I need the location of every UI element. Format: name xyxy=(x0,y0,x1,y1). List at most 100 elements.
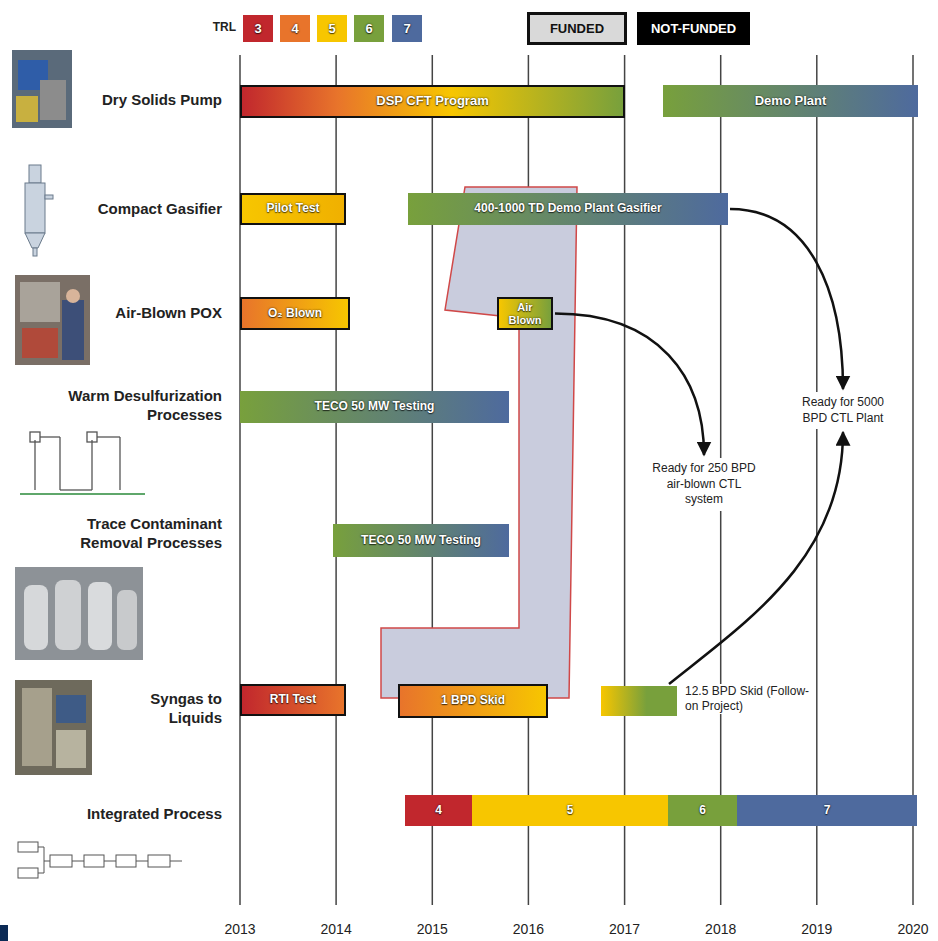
row-label: Integrated Process xyxy=(52,805,222,824)
year-label: 2013 xyxy=(215,921,265,939)
photo-part xyxy=(56,695,86,723)
trl-segment: 4 xyxy=(405,795,472,826)
flow-block xyxy=(148,855,170,867)
gasifier-part xyxy=(25,233,45,248)
legend-swatch: 3 xyxy=(243,15,273,42)
grid-line xyxy=(432,55,434,905)
trl-segment: 7 xyxy=(737,795,917,826)
year-label: 2017 xyxy=(600,921,650,939)
photo-part xyxy=(16,96,38,122)
schematic-vessel xyxy=(30,432,40,442)
schematic-line xyxy=(40,436,60,437)
legend-heading: TRL xyxy=(196,20,236,35)
legend-text: 4 xyxy=(291,21,298,36)
desulfurization-schematic xyxy=(20,432,145,494)
grid-line xyxy=(335,55,337,905)
legend-text: NOT-FUNDED xyxy=(651,21,736,36)
year-label: 2014 xyxy=(311,921,361,939)
photo-frame xyxy=(15,680,92,775)
year-grid xyxy=(240,55,913,905)
legend-swatch: 5 xyxy=(317,15,347,42)
grid-line xyxy=(912,55,914,905)
gasifier-part xyxy=(25,183,45,233)
program-bar: TECO 50 MW Testing xyxy=(240,391,509,423)
photo-part xyxy=(88,582,112,650)
skid-photo xyxy=(15,680,92,775)
program-bar: Pilot Test xyxy=(240,193,346,225)
bar-label: TECO 50 MW Testing xyxy=(313,400,437,413)
corner-mark xyxy=(0,925,8,941)
year-label: 2015 xyxy=(407,921,457,939)
program-bar: 12.5 BPD Skid (Follow-on Project) xyxy=(601,686,677,716)
flow-line xyxy=(104,861,116,862)
photo-frame xyxy=(12,50,72,128)
grid-line xyxy=(239,55,241,905)
flow-line xyxy=(136,861,148,862)
row-label: Dry Solids Pump xyxy=(72,91,222,110)
program-bar: RTI Test xyxy=(240,684,346,716)
bar-caption: 12.5 BPD Skid (Follow-on Project) xyxy=(685,684,810,714)
legend-text: 3 xyxy=(254,21,261,36)
legend-swatch: 4 xyxy=(280,15,310,42)
row-label: Air-Blown POX xyxy=(92,304,222,323)
photo-part xyxy=(55,580,81,650)
bar-label: DSP CFT Program xyxy=(374,94,490,108)
flow-block xyxy=(116,855,136,867)
row-label: Trace Contaminant Removal Processes xyxy=(22,515,222,553)
program-bar: O₂ Blown xyxy=(240,297,350,330)
legend-swatch: NOT-FUNDED xyxy=(637,12,750,45)
grid-line xyxy=(816,55,818,905)
schematic-line xyxy=(60,489,92,490)
program-bar: Demo Plant xyxy=(663,85,918,117)
photo-part xyxy=(40,80,66,120)
schematic-vessel xyxy=(87,432,97,442)
photo-part xyxy=(62,300,84,360)
legend-text: 5 xyxy=(328,21,335,36)
bar-label: 1 BPD Skid xyxy=(439,694,507,707)
legend-swatch: 7 xyxy=(392,15,422,42)
photo-part xyxy=(22,328,58,358)
flow-line xyxy=(72,861,84,862)
year-label: 2018 xyxy=(696,921,746,939)
program-bar: 400-1000 TD Demo Plant Gasifier xyxy=(408,193,728,225)
schematic-line xyxy=(20,493,145,494)
photo-part xyxy=(20,282,60,322)
trl-segment: 5 xyxy=(472,795,668,826)
row-label: Compact Gasifier xyxy=(62,200,222,219)
flow-block xyxy=(84,855,104,867)
photo-part xyxy=(56,730,86,768)
bar-label: TECO 50 MW Testing xyxy=(359,534,483,547)
program-bar: 1 BPD Skid xyxy=(398,684,548,718)
legend-swatch: 6 xyxy=(354,15,384,42)
note-text: Ready for 5000 BPD CTL Plant xyxy=(797,395,889,426)
schematic-line xyxy=(91,440,92,490)
program-bar: Air Blown xyxy=(497,297,553,330)
note-text: Ready for 250 BPD air-blown CTL system xyxy=(649,461,759,508)
flow-block xyxy=(18,842,38,852)
program-bar: TECO 50 MW Testing xyxy=(333,524,509,557)
bar-label: O₂ Blown xyxy=(266,307,324,320)
year-label: 2019 xyxy=(792,921,842,939)
bar-label: 5 xyxy=(565,804,576,817)
schematic-line xyxy=(34,440,35,490)
photo-frame xyxy=(15,275,90,365)
bar-label: 7 xyxy=(822,804,833,817)
bar-label: Demo Plant xyxy=(753,94,829,108)
bar-label: 6 xyxy=(697,804,708,817)
pox-photo xyxy=(15,275,90,365)
schematic-line xyxy=(119,437,120,490)
bar-label: RTI Test xyxy=(268,693,318,706)
milestone-arrow xyxy=(730,209,843,389)
milestone-arrow xyxy=(555,314,704,456)
bar-label: Air Blown xyxy=(499,301,551,325)
gasifier-part xyxy=(29,165,41,183)
year-label: 2016 xyxy=(503,921,553,939)
bar-label: Pilot Test xyxy=(264,202,321,215)
pump-photo xyxy=(12,50,72,128)
process-flow-icon xyxy=(18,842,182,878)
gasifier-part xyxy=(45,195,53,199)
year-label: 2020 xyxy=(888,921,938,939)
schematic-line xyxy=(59,437,60,490)
legend-swatch: FUNDED xyxy=(527,12,627,45)
